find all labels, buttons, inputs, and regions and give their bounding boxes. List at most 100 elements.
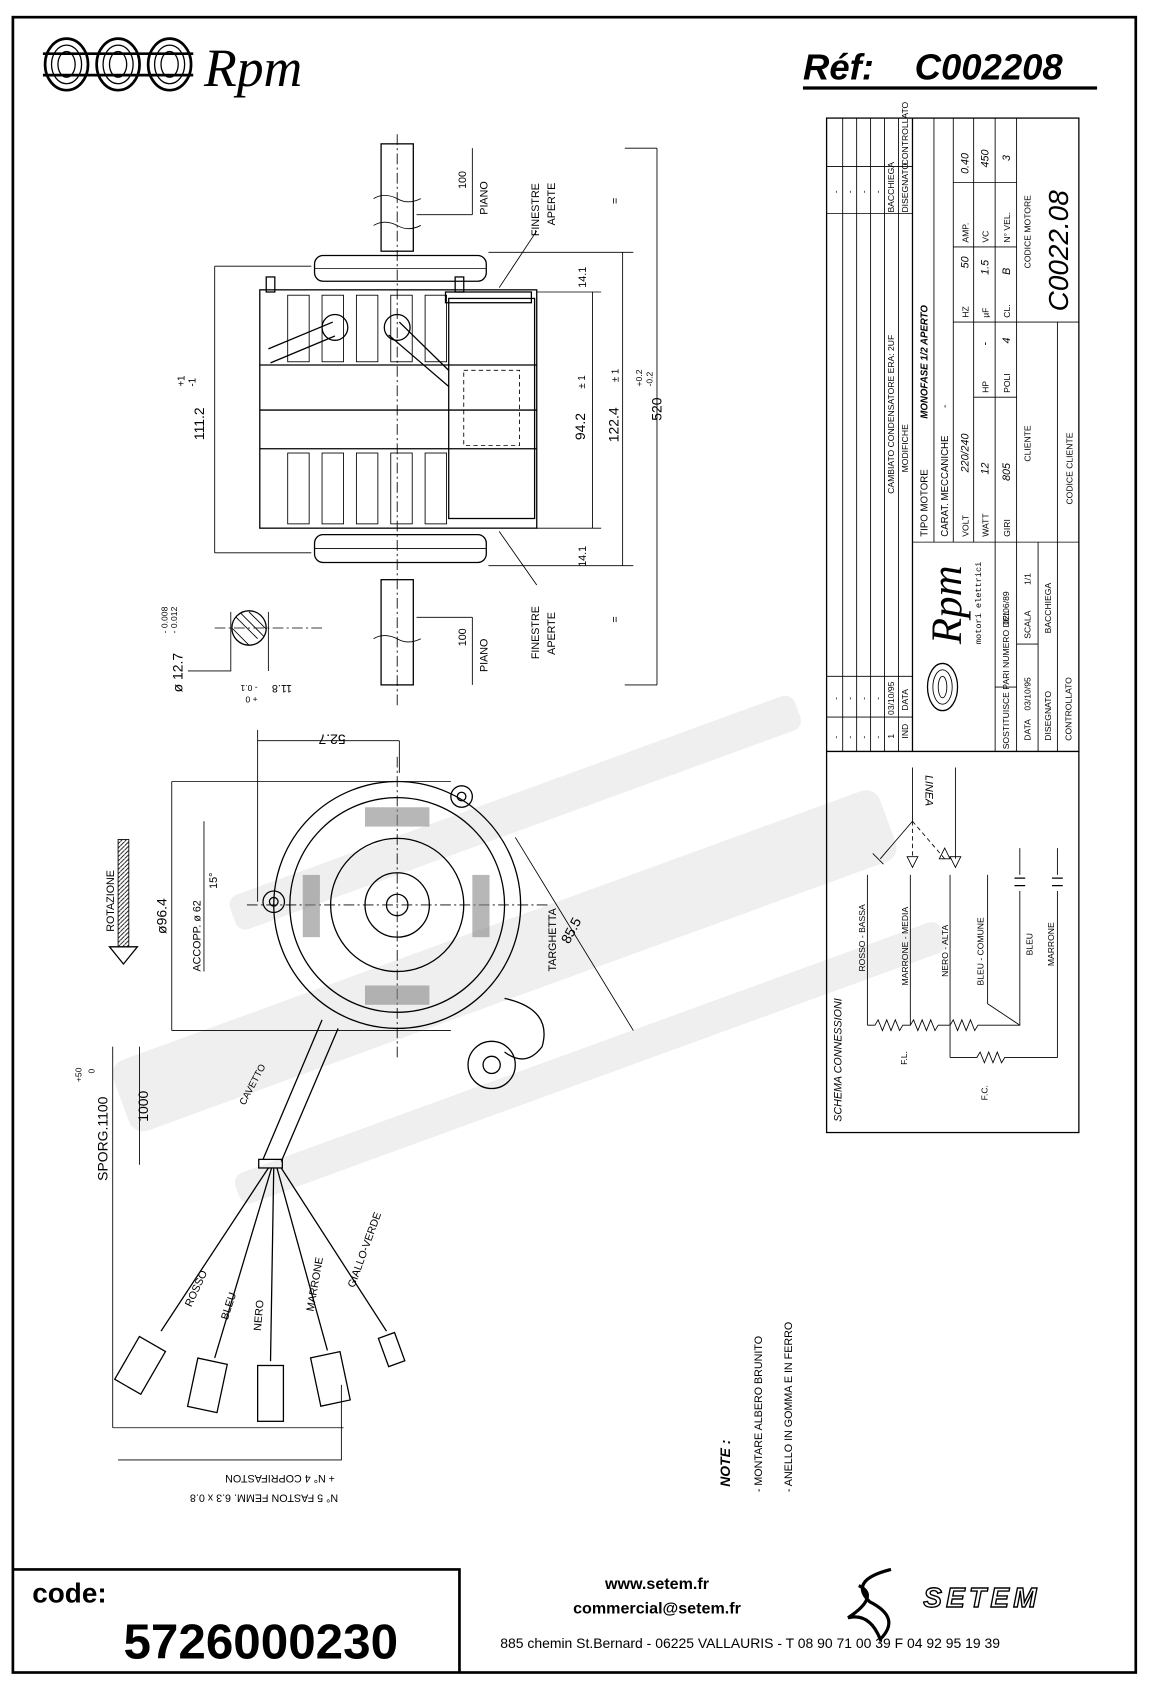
title-block-revisions-header-controllato: CONTROLLATO bbox=[900, 101, 910, 165]
title-block-specs-1-3-value: 450 bbox=[980, 150, 992, 168]
title-block-revisions-header-ind: IND bbox=[900, 724, 910, 739]
front-view-drawing bbox=[108, 729, 634, 1461]
equal-mark-top: = bbox=[609, 198, 621, 204]
shaft-flat-length-bottom: 100 bbox=[457, 628, 469, 646]
dim-gap-bottom: 14.1 bbox=[577, 546, 589, 567]
watermark-band bbox=[112, 790, 897, 1132]
shaft-flat-label-bottom: PIANO bbox=[478, 639, 490, 672]
title-block-specs-2-1-label: POLI bbox=[1002, 373, 1012, 393]
shaft-flat: 11.8 bbox=[272, 682, 292, 694]
shaft-diameter: ø 12.7 bbox=[169, 653, 185, 693]
wire-label-marrone: MARRONE bbox=[305, 1256, 326, 1312]
wire-label-giallo-verde: GIALLO-VERDE bbox=[346, 1211, 384, 1290]
title-block-specs-1-0-label: WATT bbox=[981, 513, 991, 537]
wire-label-rosso: ROSSO bbox=[183, 1269, 210, 1309]
lead-label: BLEU bbox=[1025, 933, 1035, 955]
title-block-specs-2-1-value: 4 bbox=[1001, 338, 1013, 344]
windows-label-top-2: APERTE bbox=[546, 183, 558, 226]
title-block-revisions-rows-3-ind: - bbox=[872, 736, 882, 739]
title-block-drawn-value: BACCHIEGA bbox=[1043, 583, 1053, 634]
title-block-specs-2-2-label: CL. bbox=[1002, 304, 1012, 317]
dim-body-tol: ± 1 bbox=[577, 375, 588, 388]
code-value: 5726000230 bbox=[123, 1615, 398, 1670]
title-block-revisions-rows-3-data: - bbox=[872, 697, 882, 700]
title-block-revisions-rows-2-disegnato: - bbox=[858, 190, 868, 193]
title-block-revisions-rows-4-modifiche: CAMBIATO CONDENSATORE ERA: 2UF bbox=[886, 335, 896, 494]
title-block-revisions-rows-2-ind: - bbox=[858, 736, 868, 739]
shaft-flat-label-top: PIANO bbox=[478, 181, 490, 214]
email-link[interactable]: commercial@setem.fr bbox=[573, 1599, 742, 1617]
title-block-revisions-rows-1-data: - bbox=[844, 697, 854, 700]
dim-protrusion-tol-minus: 0 bbox=[86, 1069, 96, 1074]
title-block-specs-1-2-label: µF bbox=[981, 308, 991, 318]
dim-with-pulleys: 122.4 bbox=[605, 407, 621, 442]
ref-label: Réf: bbox=[803, 46, 874, 87]
title-block-mech-value: - bbox=[940, 405, 951, 408]
title-block-revisions-rows-4-disegnato: BACCHIEGA bbox=[886, 162, 896, 213]
front-view-dimensions: 52.7 ø96.4 ACCOPP. ø 62 15° TARGHETTA 85… bbox=[74, 731, 585, 1503]
cap-label: F.C. bbox=[980, 1085, 990, 1100]
connection-schematic: SCHEMA CONNESSIONI LINEA ROSSO - BASSA M… bbox=[833, 767, 1063, 1122]
title-block-specs-0-2-label: AMP. bbox=[960, 223, 970, 243]
title-block-revisions-header-modifiche: MODIFICHE bbox=[900, 424, 910, 472]
wire-label-nero: NERO bbox=[252, 1300, 267, 1332]
watermark bbox=[112, 695, 946, 1204]
watermark-band bbox=[229, 695, 801, 930]
title-block-specs-0-1-value: 50 bbox=[959, 256, 971, 268]
title-block-checked-label: CONTROLLATO bbox=[1063, 677, 1073, 741]
title-block-motor-type-value: MONOFASE 1/2 APERTO bbox=[920, 305, 931, 419]
address: 885 chemin St.Bernard - 06225 VALLAURIS … bbox=[500, 1635, 1000, 1651]
title-block-specs-0-2-value: 0.40 bbox=[959, 153, 971, 174]
lead-label: ROSSO - BASSA bbox=[857, 904, 867, 971]
shaft-flat-tol-2: + 0 bbox=[245, 695, 257, 705]
title-block-specs-0-0-label: VOLT bbox=[960, 514, 970, 537]
specs-table: VOLT 220/240 HZ 50 AMP. 0.40 WATT 12 HP … bbox=[959, 150, 1013, 537]
title-block-company-logo-text: Rpm bbox=[924, 565, 971, 645]
title-block-specs-2-0-value: 805 bbox=[1001, 463, 1013, 481]
title-block-revisions-rows-1-disegnato: - bbox=[844, 190, 854, 193]
dim-diameter: ø96.4 bbox=[153, 898, 169, 934]
title-block-revisions-header-data: DATA bbox=[900, 689, 910, 711]
dim-gap-top: 14.1 bbox=[577, 267, 589, 288]
title-block-specs-2-3-value: 3 bbox=[1001, 155, 1013, 161]
note-item: - ANELLO IN GOMMA E IN FERRO bbox=[783, 1322, 795, 1492]
title-block-client-label: CLIENTE bbox=[1023, 425, 1033, 462]
ref-value: C002208 bbox=[915, 46, 1064, 87]
lead-label: MARRONE bbox=[1046, 922, 1056, 966]
logo-text: Rpm bbox=[203, 38, 302, 98]
title-block-specs-0-0-value: 220/240 bbox=[959, 434, 971, 474]
reference: Réf: C002208 bbox=[803, 46, 1098, 90]
dim-protrusion: SPORG.1100 bbox=[94, 1096, 110, 1180]
notes: NOTE : - MONTARE ALBERO BRUNITO - ANELLO… bbox=[717, 1322, 795, 1492]
title-block-specs-1-2-value: 1.5 bbox=[980, 260, 992, 275]
website-link[interactable]: www.setem.fr bbox=[604, 1575, 710, 1593]
title-block-revisions-rows-0-disegnato: - bbox=[830, 190, 840, 193]
sheet-border bbox=[11, 15, 1138, 1674]
covers-note: + N° 4 COPRIFASTON bbox=[225, 1472, 335, 1484]
rotation-arrow-icon bbox=[117, 839, 130, 948]
title-block-revisions-rows-0-ind: - bbox=[830, 736, 840, 739]
title-block-revisions-rows-3-disegnato: - bbox=[872, 190, 882, 193]
windows-label-bottom-1: FINESTRE bbox=[530, 606, 542, 659]
footer-brand: SETEM bbox=[923, 1582, 1041, 1613]
revision-table: - - - - - - - - - - - - 1 03/10/95 CAMBI… bbox=[830, 101, 910, 738]
title-block-specs-2-3-label: N° VEL. bbox=[1002, 212, 1012, 243]
title-block-motor-code-label: CODICE MOTORE bbox=[1023, 195, 1033, 269]
shaft-flat-tol-1: - 0.1 bbox=[240, 683, 257, 693]
dim-protrusion-tol-plus: +50 bbox=[74, 1067, 84, 1082]
title-block-scale-label: SCALA bbox=[1023, 610, 1033, 638]
title-block-specs-1-3-label: VC bbox=[981, 231, 991, 243]
schematic-title: SCHEMA CONNESSIONI bbox=[833, 998, 845, 1122]
title-block-company-subtitle: motori elettrici bbox=[974, 562, 984, 644]
field-label: F.L. bbox=[899, 1051, 909, 1065]
shaft-diameter-tol-2: - 0.012 bbox=[169, 606, 179, 633]
title-block-scale-value: 1/1 bbox=[1023, 573, 1033, 585]
rotation-label: ROTAZIONE bbox=[105, 870, 117, 932]
shaft-flat-length-top: 100 bbox=[457, 171, 469, 189]
angle: 15° bbox=[208, 873, 220, 889]
title-block-specs-1-0-value: 12 bbox=[980, 463, 992, 475]
coil-logo-icon bbox=[926, 662, 959, 712]
line-label: LINEA bbox=[922, 775, 934, 806]
company-logo: Rpm motori elettrici bbox=[924, 562, 984, 712]
